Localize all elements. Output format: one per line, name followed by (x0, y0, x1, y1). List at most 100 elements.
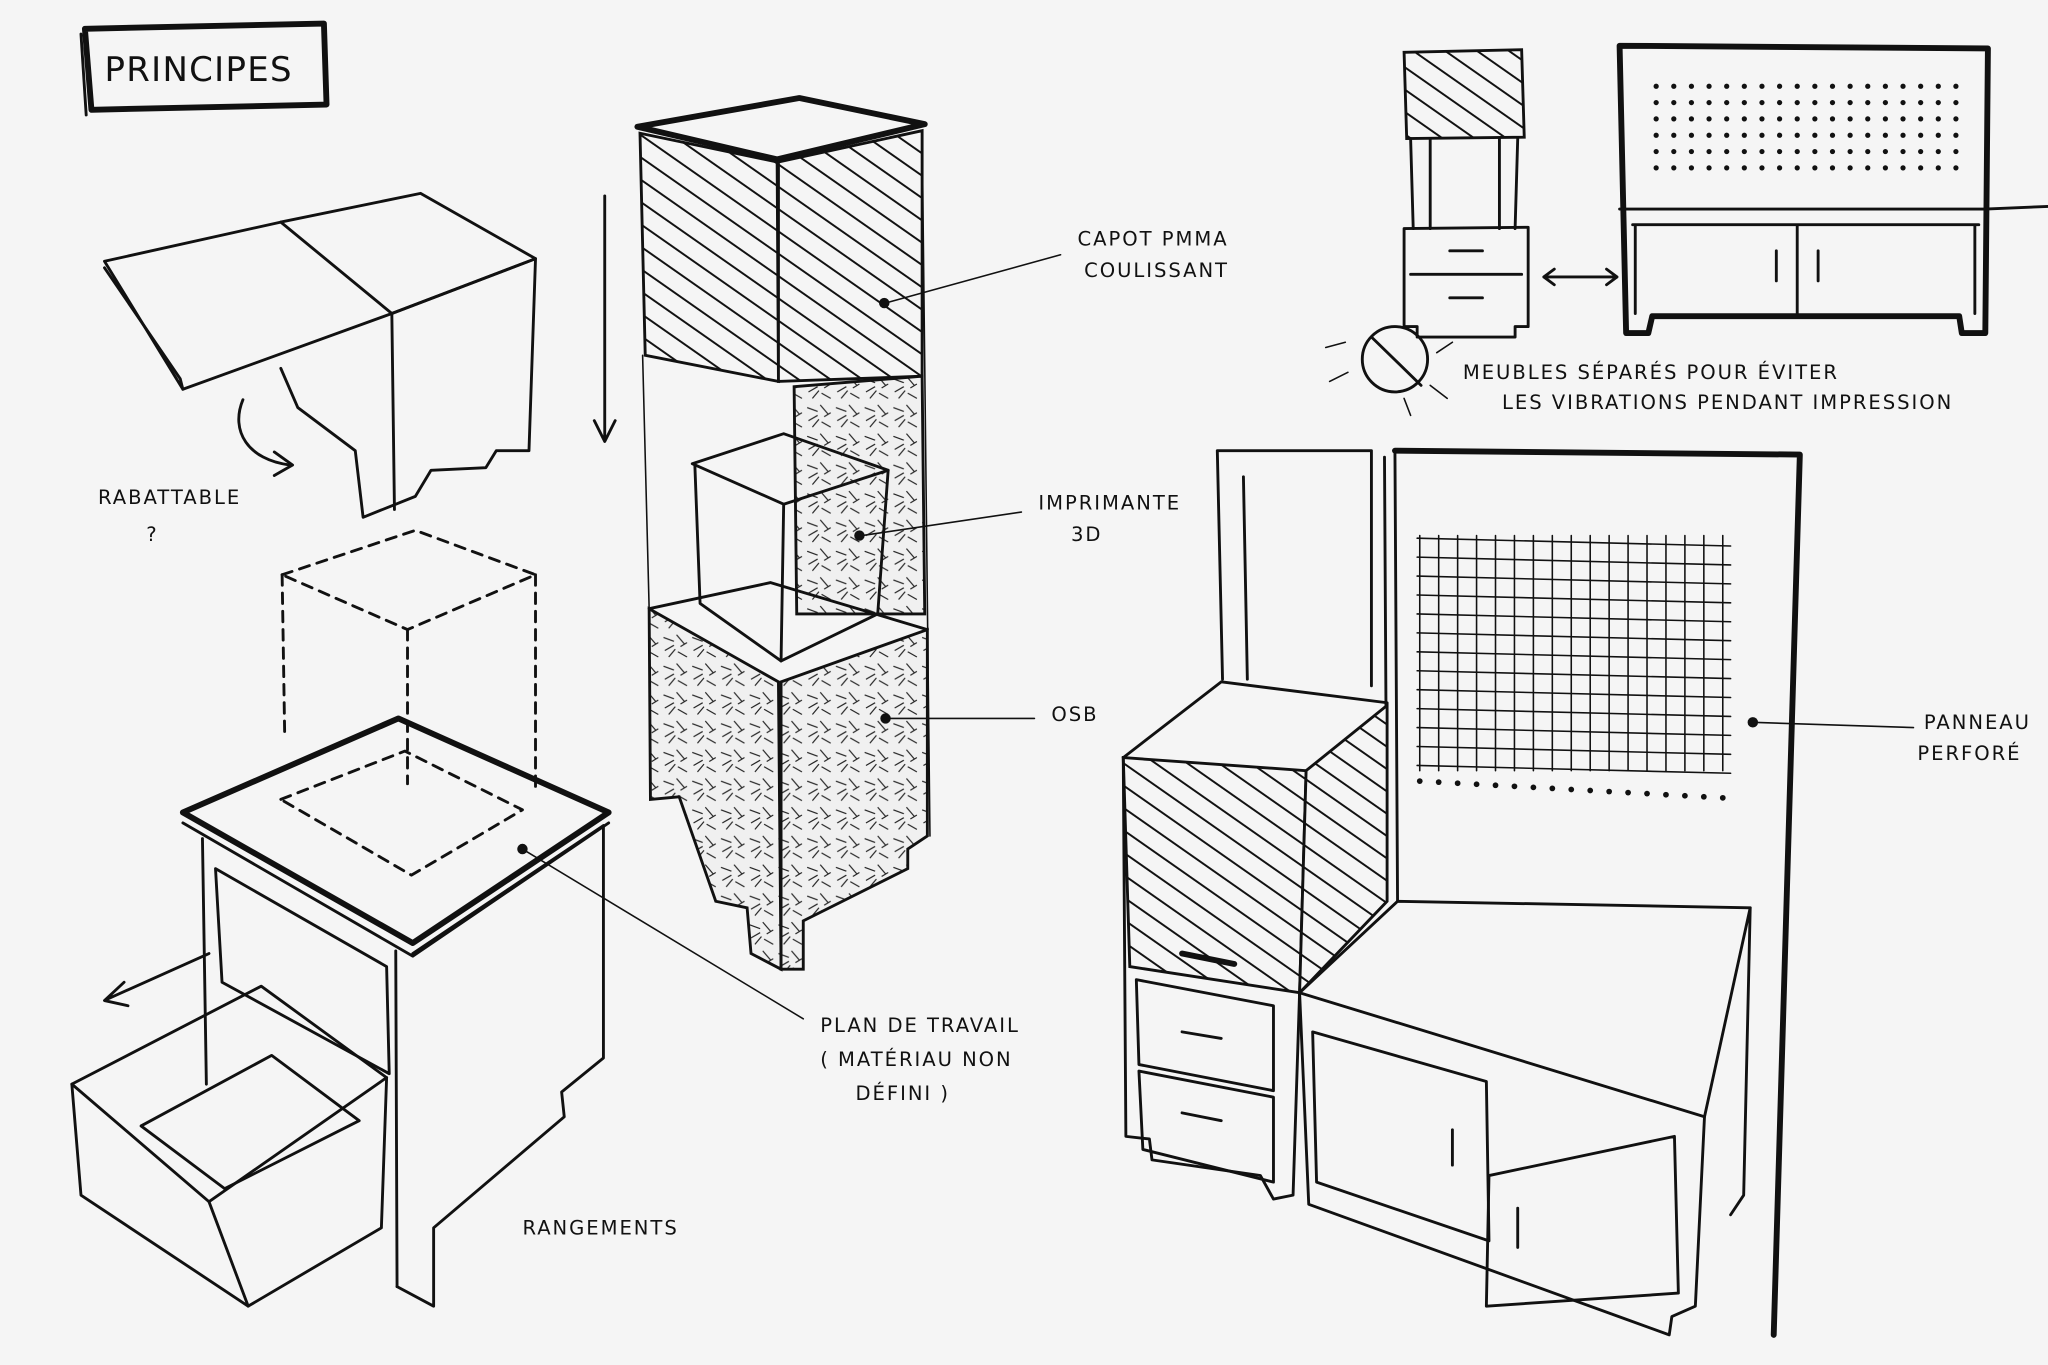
peg-hole (1847, 83, 1853, 89)
peg-hole (1812, 83, 1818, 89)
peg-hole (1953, 165, 1959, 171)
peg-hole (1918, 132, 1924, 138)
peg-hole (1688, 83, 1695, 89)
peg-hole (1900, 132, 1906, 138)
peg-hole (1706, 148, 1712, 155)
peg-hole (1900, 83, 1906, 89)
peg-hole (1724, 165, 1730, 171)
grid-line (1416, 726, 1732, 737)
label-panneau-1: PANNEAU (1924, 711, 2031, 734)
grid-line (1416, 651, 1732, 661)
label-meubles-2: LES VIBRATIONS PENDANT IMPRESSION (1502, 391, 1953, 414)
peg-hole (1671, 148, 1677, 155)
peg-hole (1900, 165, 1906, 171)
peg-hole (1918, 148, 1924, 155)
label-imprimante-2: 3D (1071, 523, 1102, 546)
peg-hole (1454, 780, 1461, 787)
peg-hole (1682, 792, 1688, 799)
peg-hole (1653, 99, 1659, 106)
peg-hole (1918, 99, 1924, 106)
peg-hole (1724, 148, 1730, 155)
peg-hole (1700, 793, 1707, 800)
label-osb: OSB (1051, 703, 1098, 726)
peg-hole (1724, 99, 1730, 106)
peg-hole (1606, 788, 1613, 795)
peg-hole (1741, 116, 1747, 122)
grid-line (1416, 613, 1732, 623)
peg-hole (1724, 116, 1730, 122)
peg-hole (1671, 116, 1677, 122)
peg-hole (1759, 99, 1765, 106)
peg-hole (1653, 165, 1659, 171)
peg-hole (1953, 132, 1959, 138)
peg-hole (1935, 132, 1941, 138)
peg-hole (1671, 165, 1677, 171)
peg-hole (1688, 99, 1695, 106)
peg-hole (1794, 132, 1800, 138)
label-panneau-2: PERFORÉ (1917, 742, 2021, 765)
elevation-sketch (1324, 42, 2048, 417)
peg-hole (1794, 99, 1800, 106)
fold-arrow-icon (237, 398, 292, 467)
peg-hole (1865, 116, 1871, 122)
folding-top-sketch (103, 191, 537, 519)
peg-hole (1953, 116, 1959, 122)
peg-hole (1671, 99, 1677, 106)
peg-hole (1759, 83, 1765, 89)
peg-hole (1865, 83, 1871, 89)
grid-line (1416, 594, 1732, 604)
peg-hole (1882, 148, 1888, 155)
peg-hole (1741, 148, 1747, 155)
peg-hole (1435, 779, 1442, 786)
peg-hole (1953, 148, 1959, 155)
peg-hole (1953, 83, 1959, 89)
peg-hole (1847, 99, 1853, 106)
peg-hole (1829, 132, 1836, 138)
pull-arrow-icon (103, 952, 211, 1008)
peg-hole (1706, 132, 1712, 138)
peg-hole (1776, 165, 1783, 171)
peg-hole (1794, 165, 1800, 171)
peg-hole (1671, 132, 1677, 138)
grid-line (1416, 764, 1732, 775)
peg-hole (1759, 132, 1765, 138)
no-vibration-icon (1360, 325, 1430, 394)
peg-hole (1865, 99, 1871, 106)
grid-line (1416, 745, 1732, 756)
peg-hole (1900, 116, 1906, 122)
label-rangements: RANGEMENTS (522, 1216, 678, 1239)
peg-hole (1882, 165, 1888, 171)
peg-hole (1706, 165, 1712, 171)
peg-hole (1900, 148, 1906, 155)
leader-lines (517, 253, 1915, 1020)
peg-hole (1829, 148, 1836, 155)
peg-hole (1530, 784, 1537, 791)
peg-hole (1741, 99, 1747, 106)
tower-sketch (592, 95, 931, 972)
peg-hole (1776, 83, 1783, 89)
label-capot-2: COULISSANT (1084, 259, 1229, 282)
peg-hole (1416, 778, 1423, 784)
peg-hole (1882, 83, 1888, 89)
peg-hole (1935, 165, 1941, 171)
peg-hole (1812, 148, 1818, 155)
label-capot-1: CAPOT PMMA (1078, 228, 1229, 251)
peg-hole (1644, 790, 1650, 797)
label-imprimante-1: IMPRIMANTE (1038, 491, 1181, 514)
workbench-sketch (70, 715, 612, 1308)
peg-hole (1653, 148, 1659, 155)
peg-hole (1688, 148, 1695, 155)
peg-hole (1812, 116, 1818, 122)
peg-hole (1759, 148, 1765, 155)
page-title: PRINCIPES (104, 50, 292, 90)
peg-hole (1882, 132, 1888, 138)
peg-hole (1847, 132, 1853, 138)
peg-hole (1741, 132, 1747, 138)
grid-line (1416, 669, 1732, 680)
dashed-volume (279, 528, 537, 877)
grid-line (1416, 537, 1732, 547)
peg-hole (1935, 148, 1941, 155)
peg-hole (1759, 116, 1765, 122)
peg-hole (1706, 99, 1712, 106)
